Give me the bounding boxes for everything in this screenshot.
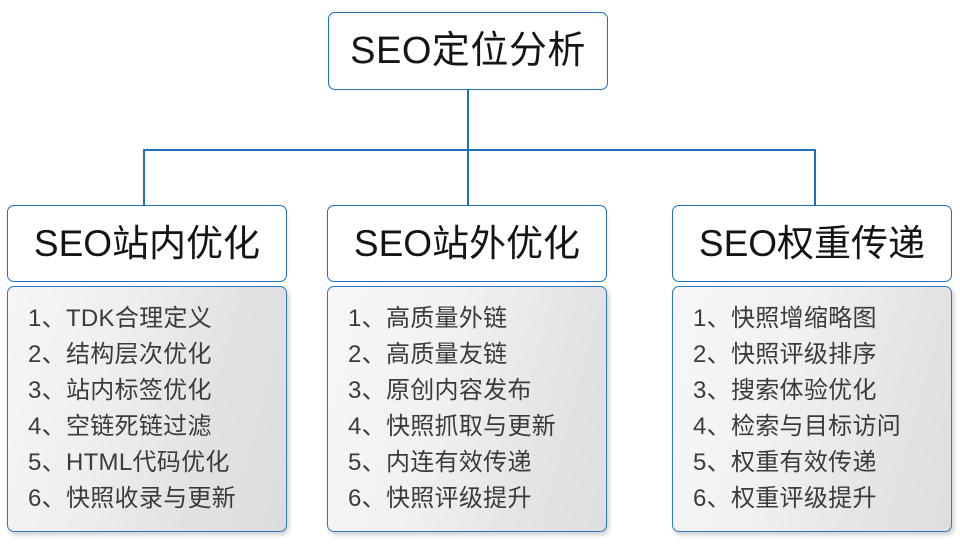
list-item: 5、内连有效传递 — [348, 449, 532, 476]
list-item: 6、权重评级提升 — [693, 485, 877, 512]
list-item: 5、权重有效传递 — [693, 449, 877, 476]
branch-column-onsite: SEO站内优化 1、TDK合理定义 2、结构层次优化 3、站内标签优化 4、空链… — [7, 205, 287, 532]
connector-branch-3-vertical — [814, 149, 816, 206]
branch-column-weight-transfer: SEO权重传递 1、快照增缩略图 2、快照评级排序 3、搜索体验优化 4、检索与… — [672, 205, 952, 532]
list-item: 1、高质量外链 — [348, 305, 508, 332]
branch-header-label: SEO站内优化 — [33, 223, 261, 264]
list-item: 3、原创内容发布 — [348, 377, 532, 404]
connector-horizontal-bus — [143, 149, 815, 151]
root-node-seo-positioning: SEO定位分析 — [328, 12, 608, 90]
list-item: 6、快照收录与更新 — [28, 485, 237, 512]
list-item: 3、站内标签优化 — [28, 377, 212, 404]
branch-item-list-weight-transfer: 1、快照增缩略图 2、快照评级排序 3、搜索体验优化 4、检索与目标访问 5、权… — [673, 301, 951, 517]
list-item: 1、TDK合理定义 — [28, 305, 213, 332]
branch-body-weight-transfer: 1、快照增缩略图 2、快照评级排序 3、搜索体验优化 4、检索与目标访问 5、权… — [672, 286, 952, 532]
list-item: 6、快照评级提升 — [348, 485, 532, 512]
list-item: 5、HTML代码优化 — [28, 449, 230, 476]
list-item: 1、快照增缩略图 — [693, 305, 877, 332]
branch-header-onsite: SEO站内优化 — [7, 205, 287, 282]
list-item: 3、搜索体验优化 — [693, 377, 877, 404]
branch-header-offsite: SEO站外优化 — [327, 205, 607, 282]
connector-root-vertical — [467, 90, 469, 150]
branch-header-weight-transfer: SEO权重传递 — [672, 205, 952, 282]
branch-header-label: SEO站外优化 — [353, 223, 581, 264]
list-item: 4、快照抓取与更新 — [348, 413, 557, 440]
connector-branch-2-vertical — [467, 149, 469, 206]
branch-header-label: SEO权重传递 — [698, 223, 926, 264]
branch-body-offsite: 1、高质量外链 2、高质量友链 3、原创内容发布 4、快照抓取与更新 5、内连有… — [327, 286, 607, 532]
branch-item-list-onsite: 1、TDK合理定义 2、结构层次优化 3、站内标签优化 4、空链死链过滤 5、H… — [8, 301, 286, 517]
connector-branch-1-vertical — [143, 149, 145, 206]
branch-body-onsite: 1、TDK合理定义 2、结构层次优化 3、站内标签优化 4、空链死链过滤 5、H… — [7, 286, 287, 532]
root-node-label: SEO定位分析 — [350, 30, 586, 72]
branch-item-list-offsite: 1、高质量外链 2、高质量友链 3、原创内容发布 4、快照抓取与更新 5、内连有… — [328, 301, 606, 517]
list-item: 4、空链死链过滤 — [28, 413, 212, 440]
list-item: 4、检索与目标访问 — [693, 413, 902, 440]
list-item: 2、高质量友链 — [348, 341, 508, 368]
list-item: 2、结构层次优化 — [28, 341, 212, 368]
list-item: 2、快照评级排序 — [693, 341, 877, 368]
branch-column-offsite: SEO站外优化 1、高质量外链 2、高质量友链 3、原创内容发布 4、快照抓取与… — [327, 205, 607, 532]
